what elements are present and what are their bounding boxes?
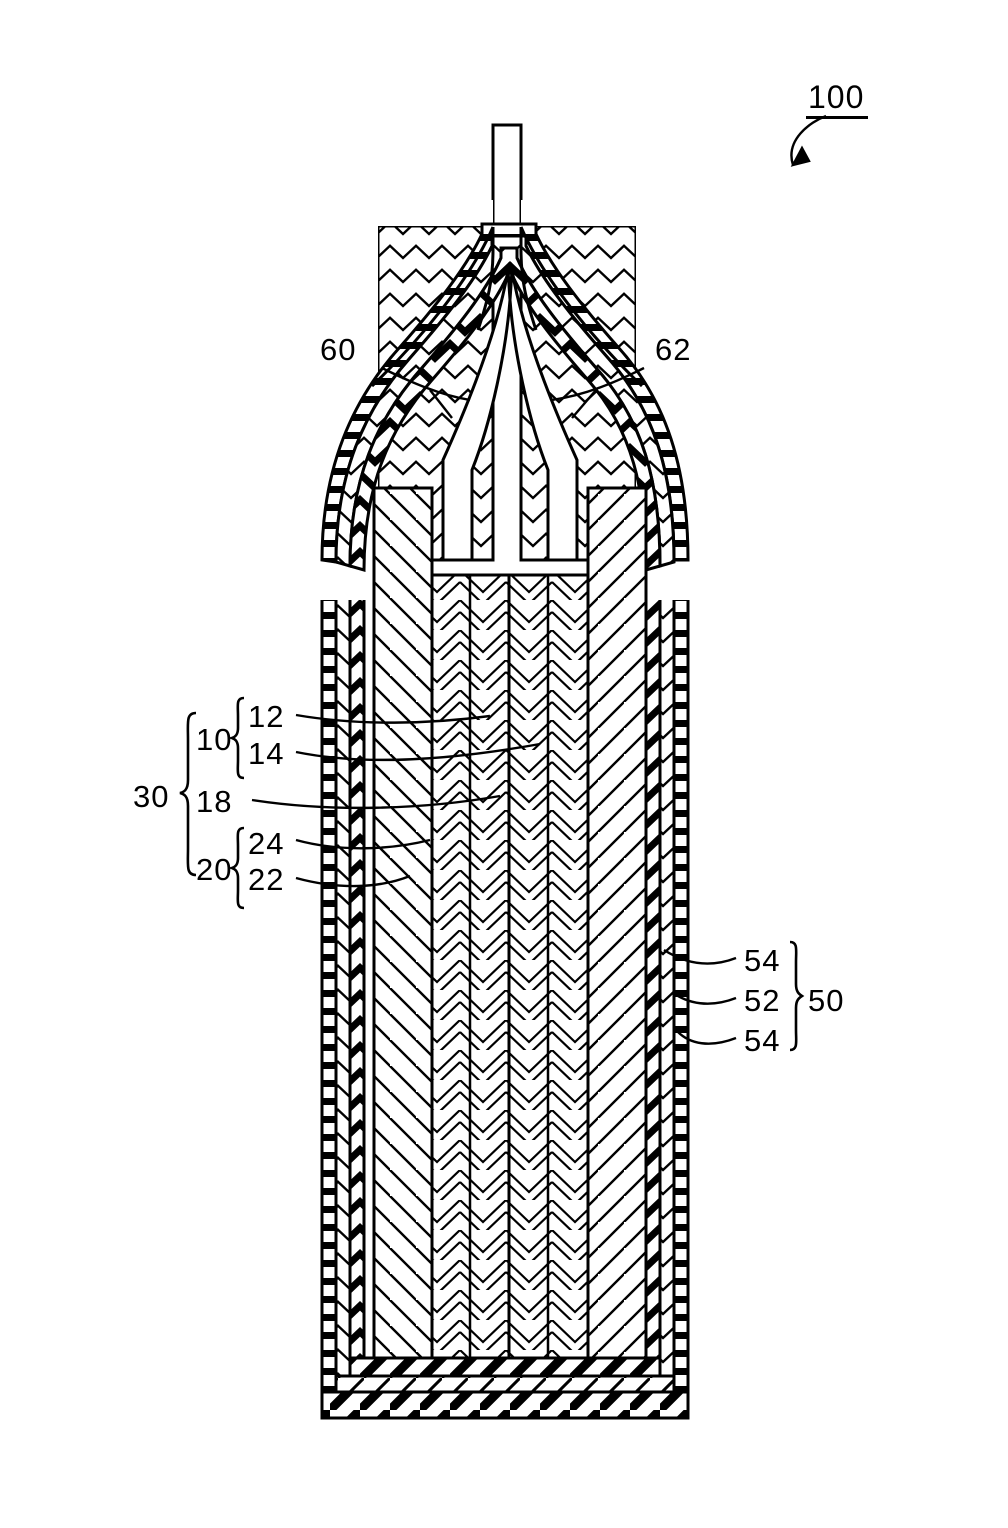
leader-54-bottom [677,1031,737,1045]
label-50: 50 [808,983,845,1018]
terminal-neck-tube [491,123,523,229]
leader-60 [381,366,471,402]
brace-group-right [789,940,805,1052]
label-60: 60 [320,332,357,367]
current-collector-funnel [370,226,644,562]
label-54-top: 54 [744,943,781,978]
leader-22 [295,874,411,888]
label-54-bottom: 54 [744,1023,781,1058]
shoulder-bands [320,222,690,572]
brace-30 [179,711,197,877]
brace-50 [789,940,805,1052]
label-100-underline [806,116,868,119]
label-62: 62 [655,332,692,367]
label-10: 10 [196,722,233,757]
label-18: 18 [196,784,233,819]
brace-20 [227,826,245,910]
label-24: 24 [248,826,285,861]
leader-24 [295,838,431,850]
brace-group-left [179,696,245,910]
leader-62b [571,389,597,419]
leader-lines [251,114,827,1045]
brace-10 [227,696,245,780]
label-14: 14 [248,736,285,771]
label-22: 22 [248,862,285,897]
leader-18 [251,794,501,810]
can-bottom-layers [320,1356,690,1420]
leader-54-top [663,948,737,965]
label-20: 20 [196,852,233,887]
electrode-assembly-30 [372,486,648,1370]
leader-60b [429,389,453,419]
leader-62 [551,366,645,402]
label-30: 30 [133,779,170,814]
leader-14 [295,742,541,762]
label-12: 12 [248,699,285,734]
leader-12 [295,713,491,724]
label-52: 52 [744,983,781,1018]
leader-52 [671,991,737,1005]
label-100: 100 [808,79,865,115]
